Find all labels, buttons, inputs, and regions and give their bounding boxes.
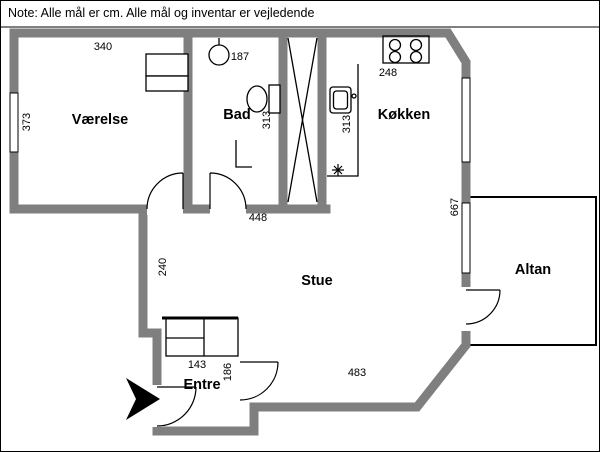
dim-bath-width: 187 bbox=[231, 51, 249, 63]
bath-door-arc bbox=[209, 172, 247, 210]
dim-bath-height: 313 bbox=[261, 111, 273, 129]
bedroom-wardrobe-icon bbox=[145, 53, 189, 92]
balcony-door-arc bbox=[465, 289, 501, 325]
kitchen-counter-edge bbox=[327, 64, 359, 177]
room-label-kitchen: Køkken bbox=[378, 107, 430, 123]
kitchen-fixtures bbox=[327, 35, 430, 177]
washbasin-icon bbox=[208, 44, 230, 66]
front-door-arc bbox=[156, 386, 197, 427]
room-label-living: Stue bbox=[301, 273, 332, 289]
note-text: Note: Alle mål er cm. Alle mål og invent… bbox=[8, 6, 314, 20]
bathroom-fixtures bbox=[208, 38, 281, 168]
stove-outline bbox=[382, 35, 430, 64]
entrance-arrow-icon bbox=[126, 378, 160, 420]
dim-living-bottom: 483 bbox=[348, 367, 366, 379]
toilet-bowl-icon bbox=[246, 85, 268, 113]
hall-wardrobe-icon bbox=[162, 316, 239, 357]
burner-3 bbox=[388, 50, 402, 64]
opening-bath-door bbox=[210, 203, 246, 215]
dim-bedroom-width: 340 bbox=[94, 41, 112, 53]
kitchen-sink-icon bbox=[329, 86, 352, 114]
bedroom-window-icon bbox=[9, 92, 19, 153]
burner-4 bbox=[409, 50, 423, 64]
room-label-hall: Entre bbox=[183, 377, 220, 393]
room-label-bedroom: Værelse bbox=[72, 112, 128, 128]
kitchen-tap bbox=[351, 93, 357, 99]
dim-hall-width: 143 bbox=[188, 359, 206, 371]
opening-front-door bbox=[151, 385, 163, 427]
toilet-tank bbox=[268, 84, 281, 114]
room-label-balcony: Altan bbox=[515, 262, 551, 278]
balcony-outline bbox=[466, 196, 597, 346]
kitchen-sink-basin bbox=[332, 90, 349, 110]
room-label-bath: Bad bbox=[223, 107, 250, 123]
burner-1 bbox=[388, 38, 402, 52]
duct-shaft-icon bbox=[287, 37, 318, 203]
freezer-icon bbox=[332, 164, 344, 176]
kitchen-window-icon bbox=[461, 77, 471, 163]
opening-balcony-door bbox=[460, 287, 472, 331]
dim-kitchen-width: 248 bbox=[379, 67, 397, 79]
bedroom-door-arc bbox=[146, 172, 184, 210]
dim-bedroom-height: 373 bbox=[21, 113, 33, 131]
dim-kitchen-height: 313 bbox=[341, 115, 353, 133]
dim-living-left: 240 bbox=[157, 258, 169, 276]
dim-hall-height: 186 bbox=[222, 363, 234, 381]
wardrobe-upper bbox=[145, 53, 189, 77]
living-window-icon bbox=[461, 202, 471, 274]
opening-bedroom-door bbox=[147, 203, 183, 215]
wardrobe-lower bbox=[145, 75, 189, 92]
hall-door-arc bbox=[239, 361, 279, 401]
shaft-cross-line-2 bbox=[287, 37, 318, 203]
dim-living-top: 448 bbox=[249, 212, 267, 224]
burner-2 bbox=[409, 38, 423, 52]
doors bbox=[146, 172, 501, 427]
dim-right-wall: 667 bbox=[449, 198, 461, 216]
shower-corner-icon bbox=[235, 140, 252, 168]
